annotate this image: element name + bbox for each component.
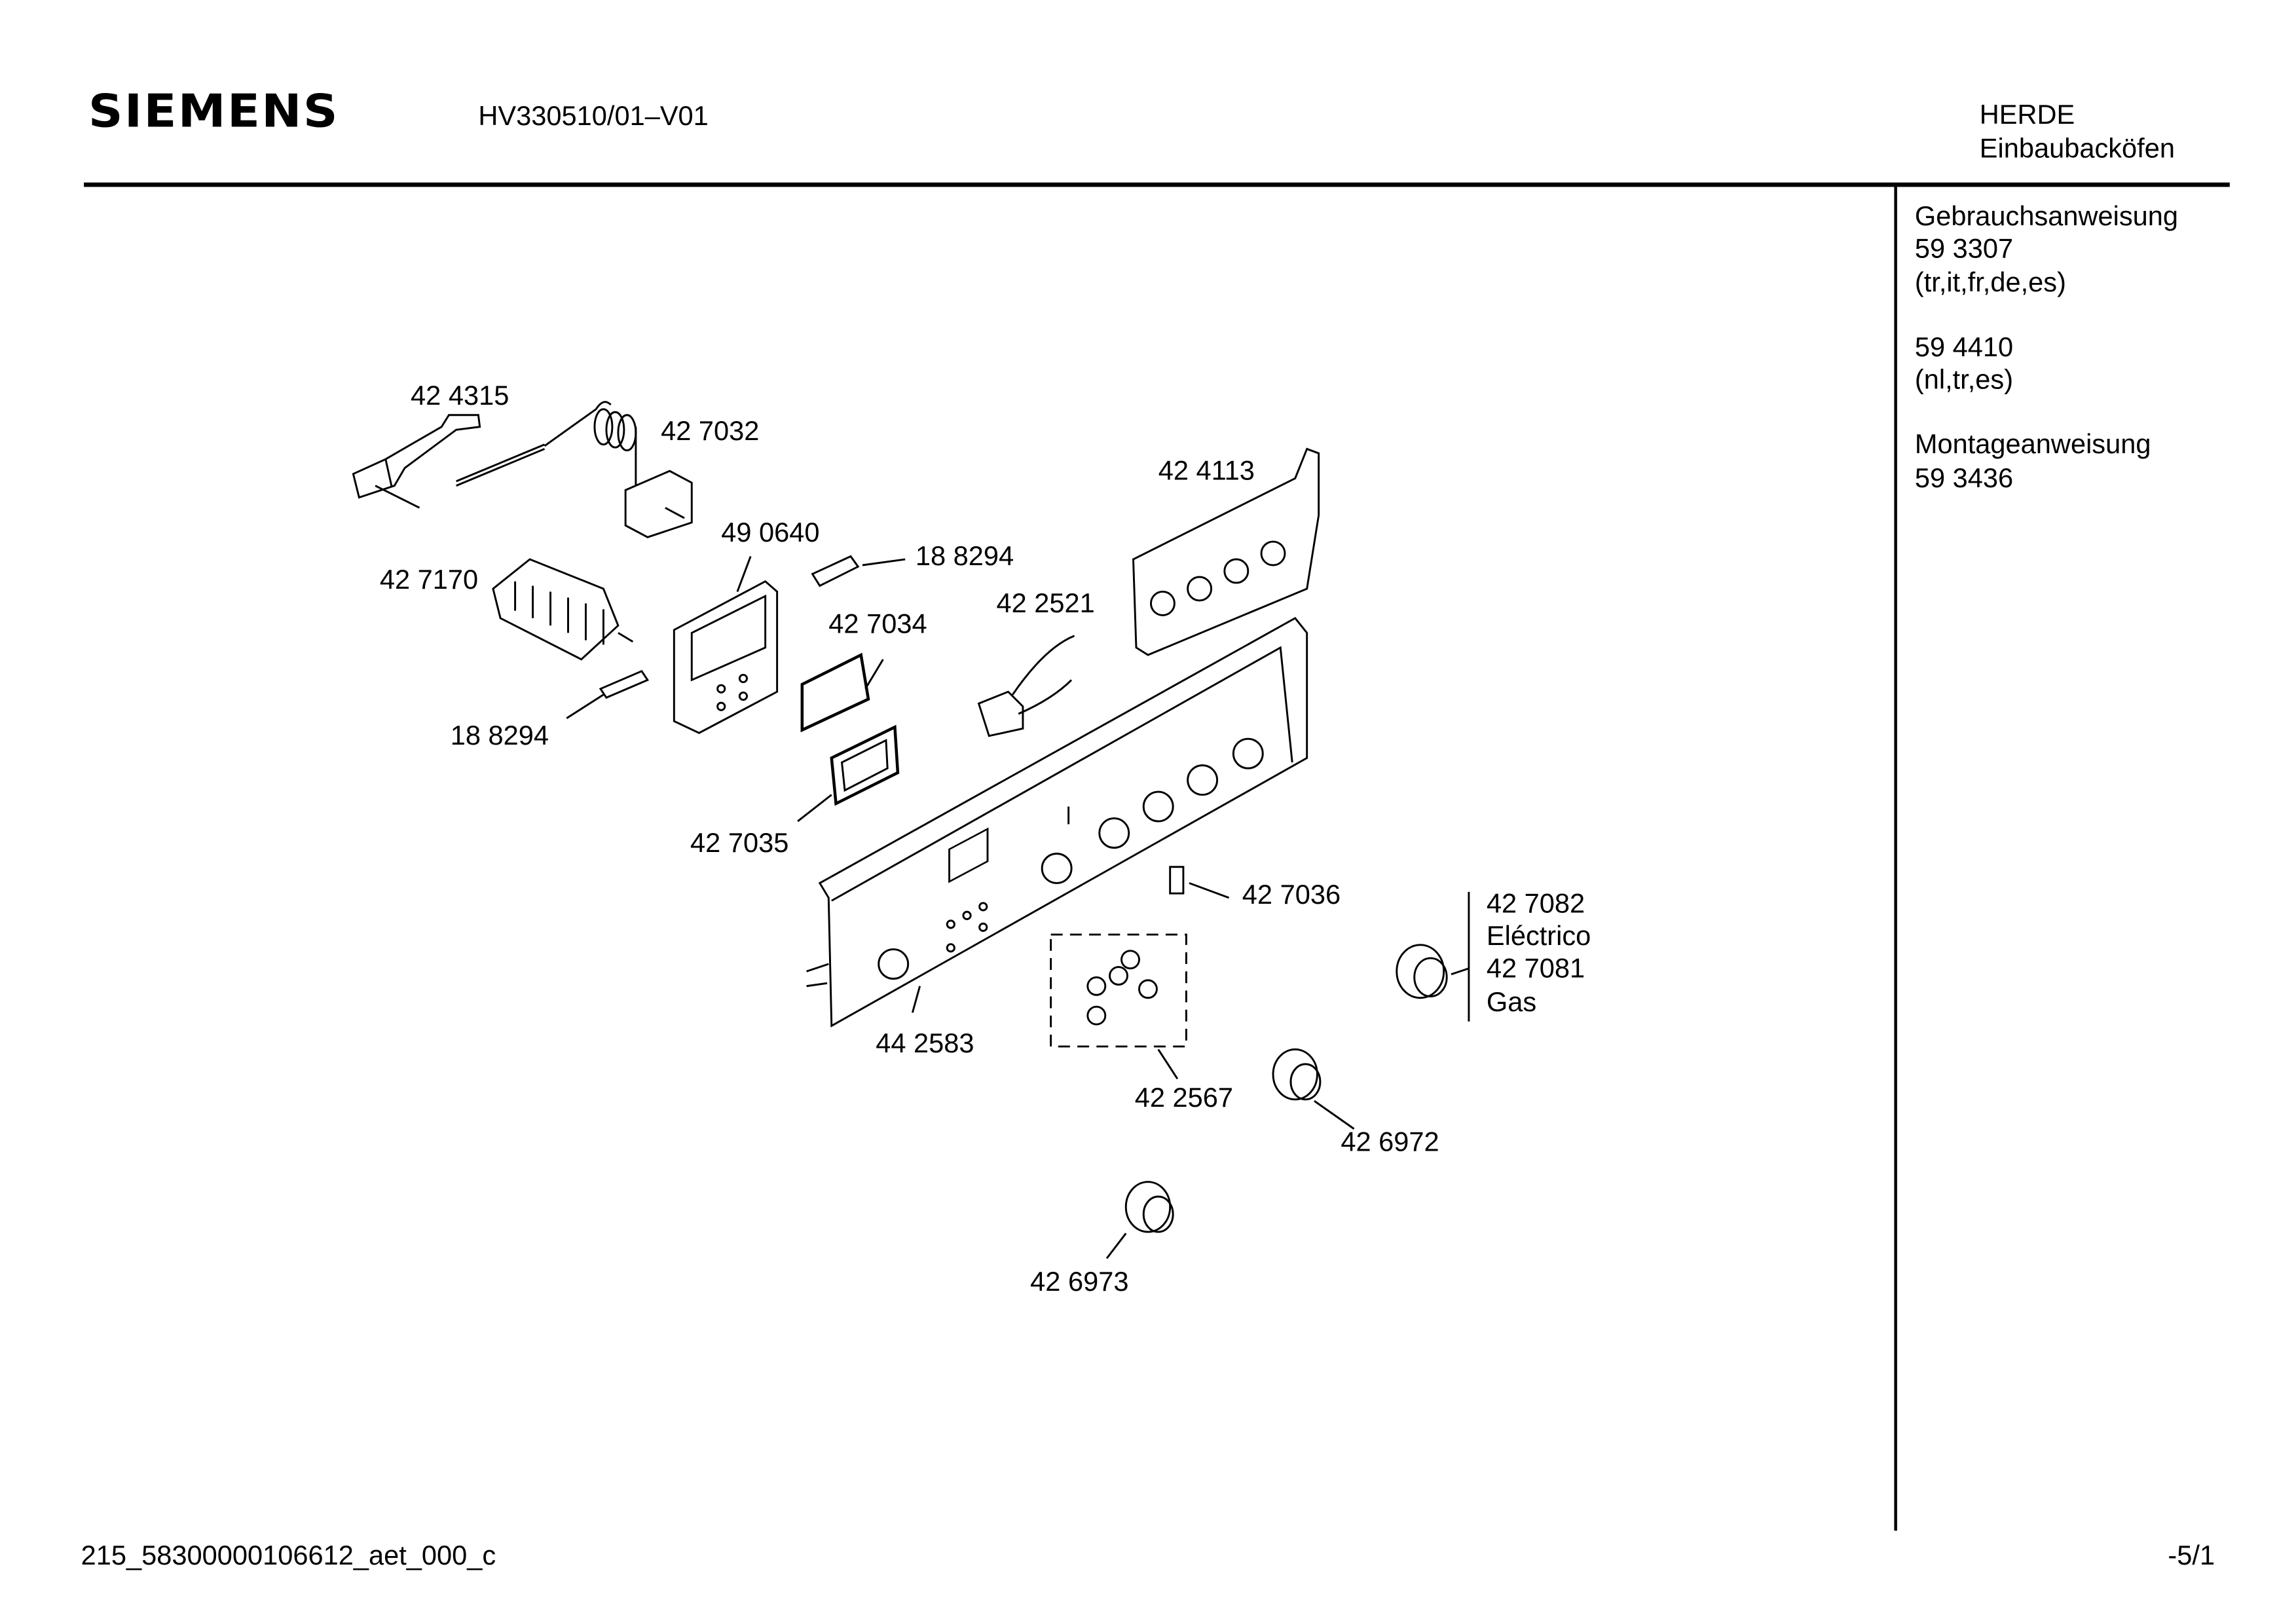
- model-number: HV330510/01–V01: [478, 100, 709, 132]
- documents-sidebar: Gebrauchsanweisung 59 3307 (tr,it,fr,de,…: [1915, 200, 2178, 495]
- knob-electric-label: Eléctrico: [1486, 919, 1591, 951]
- part-label: 42 7170: [379, 563, 479, 595]
- thermostat-bracket-part: [352, 414, 546, 509]
- part-label: 42 2521: [996, 587, 1095, 618]
- rear-panel-part: [1132, 447, 1320, 656]
- knob-electric-number: 42 7082: [1486, 887, 1585, 919]
- knob-part: [1272, 1048, 1322, 1101]
- selector-switch-part: [492, 558, 634, 661]
- doc-number: 59 4410: [1914, 331, 2014, 362]
- screws-kit-part: [1050, 933, 1187, 1048]
- signal-lamp-part: [977, 635, 1075, 737]
- display-frame-part: [830, 724, 900, 806]
- part-label: 42 7032: [661, 415, 760, 446]
- knob-gas-number: 42 7081: [1486, 952, 1585, 984]
- doc-title: Montageanweisung: [1914, 429, 2151, 460]
- thermostat-part: [544, 401, 693, 538]
- sidebar-divider: [1894, 187, 1897, 1531]
- part-label: 44 2583: [876, 1027, 974, 1058]
- part-label: 42 7035: [690, 827, 789, 859]
- knob-clip-part: [1169, 866, 1185, 895]
- part-label: 18 8294: [915, 540, 1014, 571]
- clip-part: [811, 555, 860, 587]
- timer-module-part: [673, 580, 779, 734]
- header-divider: [84, 182, 2230, 187]
- document-id: 215_58300000106612_aet_000_c: [81, 1539, 496, 1570]
- part-label: 42 7034: [828, 608, 927, 639]
- part-label: 18 8294: [450, 719, 549, 751]
- leader-lines: [566, 556, 1470, 1259]
- part-label: 42 2567: [1134, 1081, 1234, 1113]
- category: HERDE: [1979, 98, 2075, 130]
- page-number: -5/1: [2168, 1539, 2215, 1570]
- doc-languages: (tr,it,fr,de,es): [1914, 265, 2066, 297]
- doc-number: 59 3307: [1914, 232, 2014, 264]
- part-label: 42 7036: [1242, 878, 1341, 910]
- part-label: 42 4315: [411, 379, 509, 411]
- clip-part: [599, 669, 650, 699]
- knob-part: [1124, 1181, 1174, 1233]
- siemens-logo: SIEMENS: [88, 85, 339, 139]
- subcategory: Einbaubacköfen: [1979, 132, 2175, 164]
- doc-languages: (nl,tr,es): [1914, 363, 2014, 395]
- knob-part: [1396, 944, 1448, 999]
- part-label: 42 6972: [1341, 1126, 1439, 1157]
- part-label: 49 0640: [721, 516, 820, 548]
- part-label: 42 6973: [1030, 1265, 1129, 1297]
- display-window-part: [800, 652, 870, 733]
- knob-gas-label: Gas: [1486, 986, 1537, 1017]
- part-label: 42 4113: [1158, 454, 1255, 486]
- doc-title: Gebrauchsanweisung: [1914, 200, 2179, 231]
- doc-number: 59 3436: [1914, 462, 2014, 493]
- control-panel-fascia-part: [806, 617, 1308, 1028]
